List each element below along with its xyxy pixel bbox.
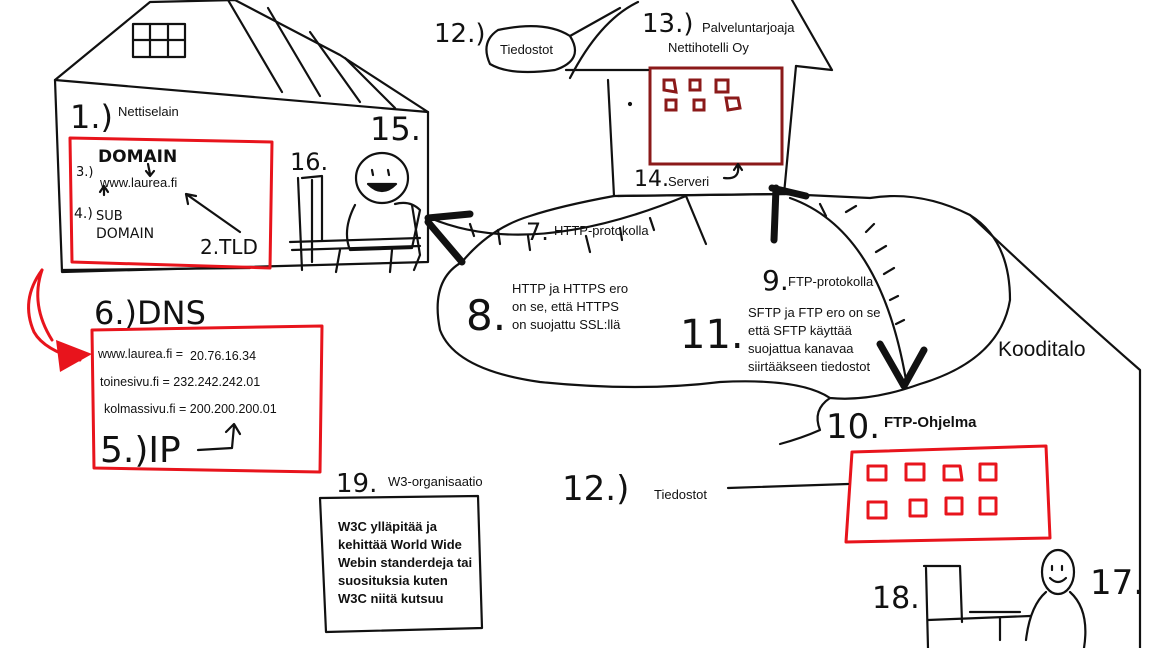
label-provider: Palveluntarjoaja — [702, 20, 795, 35]
server-rack — [648, 66, 784, 166]
label-7: 7. — [526, 218, 549, 246]
label-10: 10. — [826, 407, 880, 447]
label-15: 15. — [370, 110, 421, 148]
label-domain: DOMAIN — [98, 147, 177, 167]
label-subdomain: DOMAIN — [96, 226, 154, 242]
ftp-user-body — [1024, 590, 1087, 648]
internet-cloud — [436, 192, 1142, 648]
label-17: 17. — [1090, 563, 1144, 603]
roof-stripe — [226, 0, 284, 94]
label-nettiselain: Nettiselain — [118, 104, 179, 119]
ftp-desk — [922, 564, 1032, 648]
ftp-user — [922, 548, 1087, 648]
label-14: 14. — [634, 167, 669, 192]
label-12-top: 12.) — [434, 19, 486, 49]
files-bubble — [485, 6, 650, 74]
label-8: 8. — [466, 291, 506, 340]
label-server: Serveri — [668, 174, 709, 189]
label-1: 1.) — [70, 98, 113, 136]
label-files-top: Tiedostot — [500, 42, 553, 57]
window-cross — [131, 22, 187, 59]
ftp-program-window — [844, 444, 1052, 544]
roof-stripe — [343, 56, 397, 110]
roof-stripe — [266, 6, 322, 98]
dns-row-2: toinesivu.fi = 232.242.242.01 — [100, 375, 260, 389]
ftp-user-head — [1040, 548, 1076, 596]
w3-box — [318, 494, 484, 634]
user-head — [354, 151, 410, 205]
label-13: 13.) — [642, 9, 694, 39]
label-ftp-protocol: FTP-protokolla — [788, 274, 874, 289]
http-arrow — [424, 194, 708, 254]
label-16: 16. — [290, 148, 328, 176]
server-decor — [627, 101, 744, 180]
dns-table-box — [90, 324, 324, 474]
server-house — [568, 0, 834, 198]
dns-arrow-head — [56, 340, 92, 372]
ip-arrow — [196, 422, 242, 452]
user-body — [345, 201, 422, 252]
label-18: 18. — [872, 581, 920, 616]
domain-arrows — [98, 162, 242, 234]
note-http-https: HTTP ja HTTPS ero on se, että HTTPS on s… — [512, 281, 629, 332]
label-files-bottom: Tiedostot — [654, 487, 707, 502]
label-11: 11. — [680, 312, 744, 358]
label-ip: 5.)IP — [100, 430, 181, 471]
note-sftp-ftp: SFTP ja FTP ero on se että SFTP käyttää … — [748, 305, 881, 374]
label-w3-org: W3-organisaatio — [388, 474, 483, 489]
label-dns: 6.)DNS — [94, 294, 206, 332]
label-3: 3.) — [76, 165, 93, 180]
roof-stripe — [308, 30, 362, 104]
dns-row-1-ip: 20.76.16.34 — [190, 349, 256, 363]
browser-window — [68, 136, 274, 270]
note-w3c: W3C ylläpitää ja kehittää World Wide Web… — [338, 519, 473, 606]
label-12-bottom: 12.) — [562, 469, 629, 509]
files-line-bottom — [726, 482, 850, 490]
dns-row-3: kolmassivu.fi = 200.200.200.01 — [104, 402, 277, 416]
label-http-protocol: HTTP-protokolla — [554, 223, 649, 238]
house-floor — [60, 266, 252, 272]
ftp-arrow — [768, 184, 928, 390]
label-tld: 2.TLD — [200, 235, 258, 259]
server-roof — [568, 0, 834, 80]
house-roof — [53, 0, 430, 114]
desk-screen — [296, 174, 324, 272]
browser-user — [288, 151, 466, 274]
label-9: 9. — [762, 264, 789, 297]
dns-row-1-name: www.laurea.fi = — [97, 347, 183, 361]
label-19: 19. — [336, 469, 377, 499]
label-ftp-program: FTP-Ohjelma — [884, 414, 977, 431]
label-sub: SUB — [96, 209, 123, 224]
label-url: www.laurea.fi — [99, 175, 177, 190]
label-hosting: Nettihotelli Oy — [668, 40, 749, 55]
label-4: 4.) — [74, 206, 93, 222]
label-kooditalo: Kooditalo — [998, 338, 1086, 361]
desk — [288, 236, 422, 252]
kooditalo-wall — [968, 213, 1142, 648]
